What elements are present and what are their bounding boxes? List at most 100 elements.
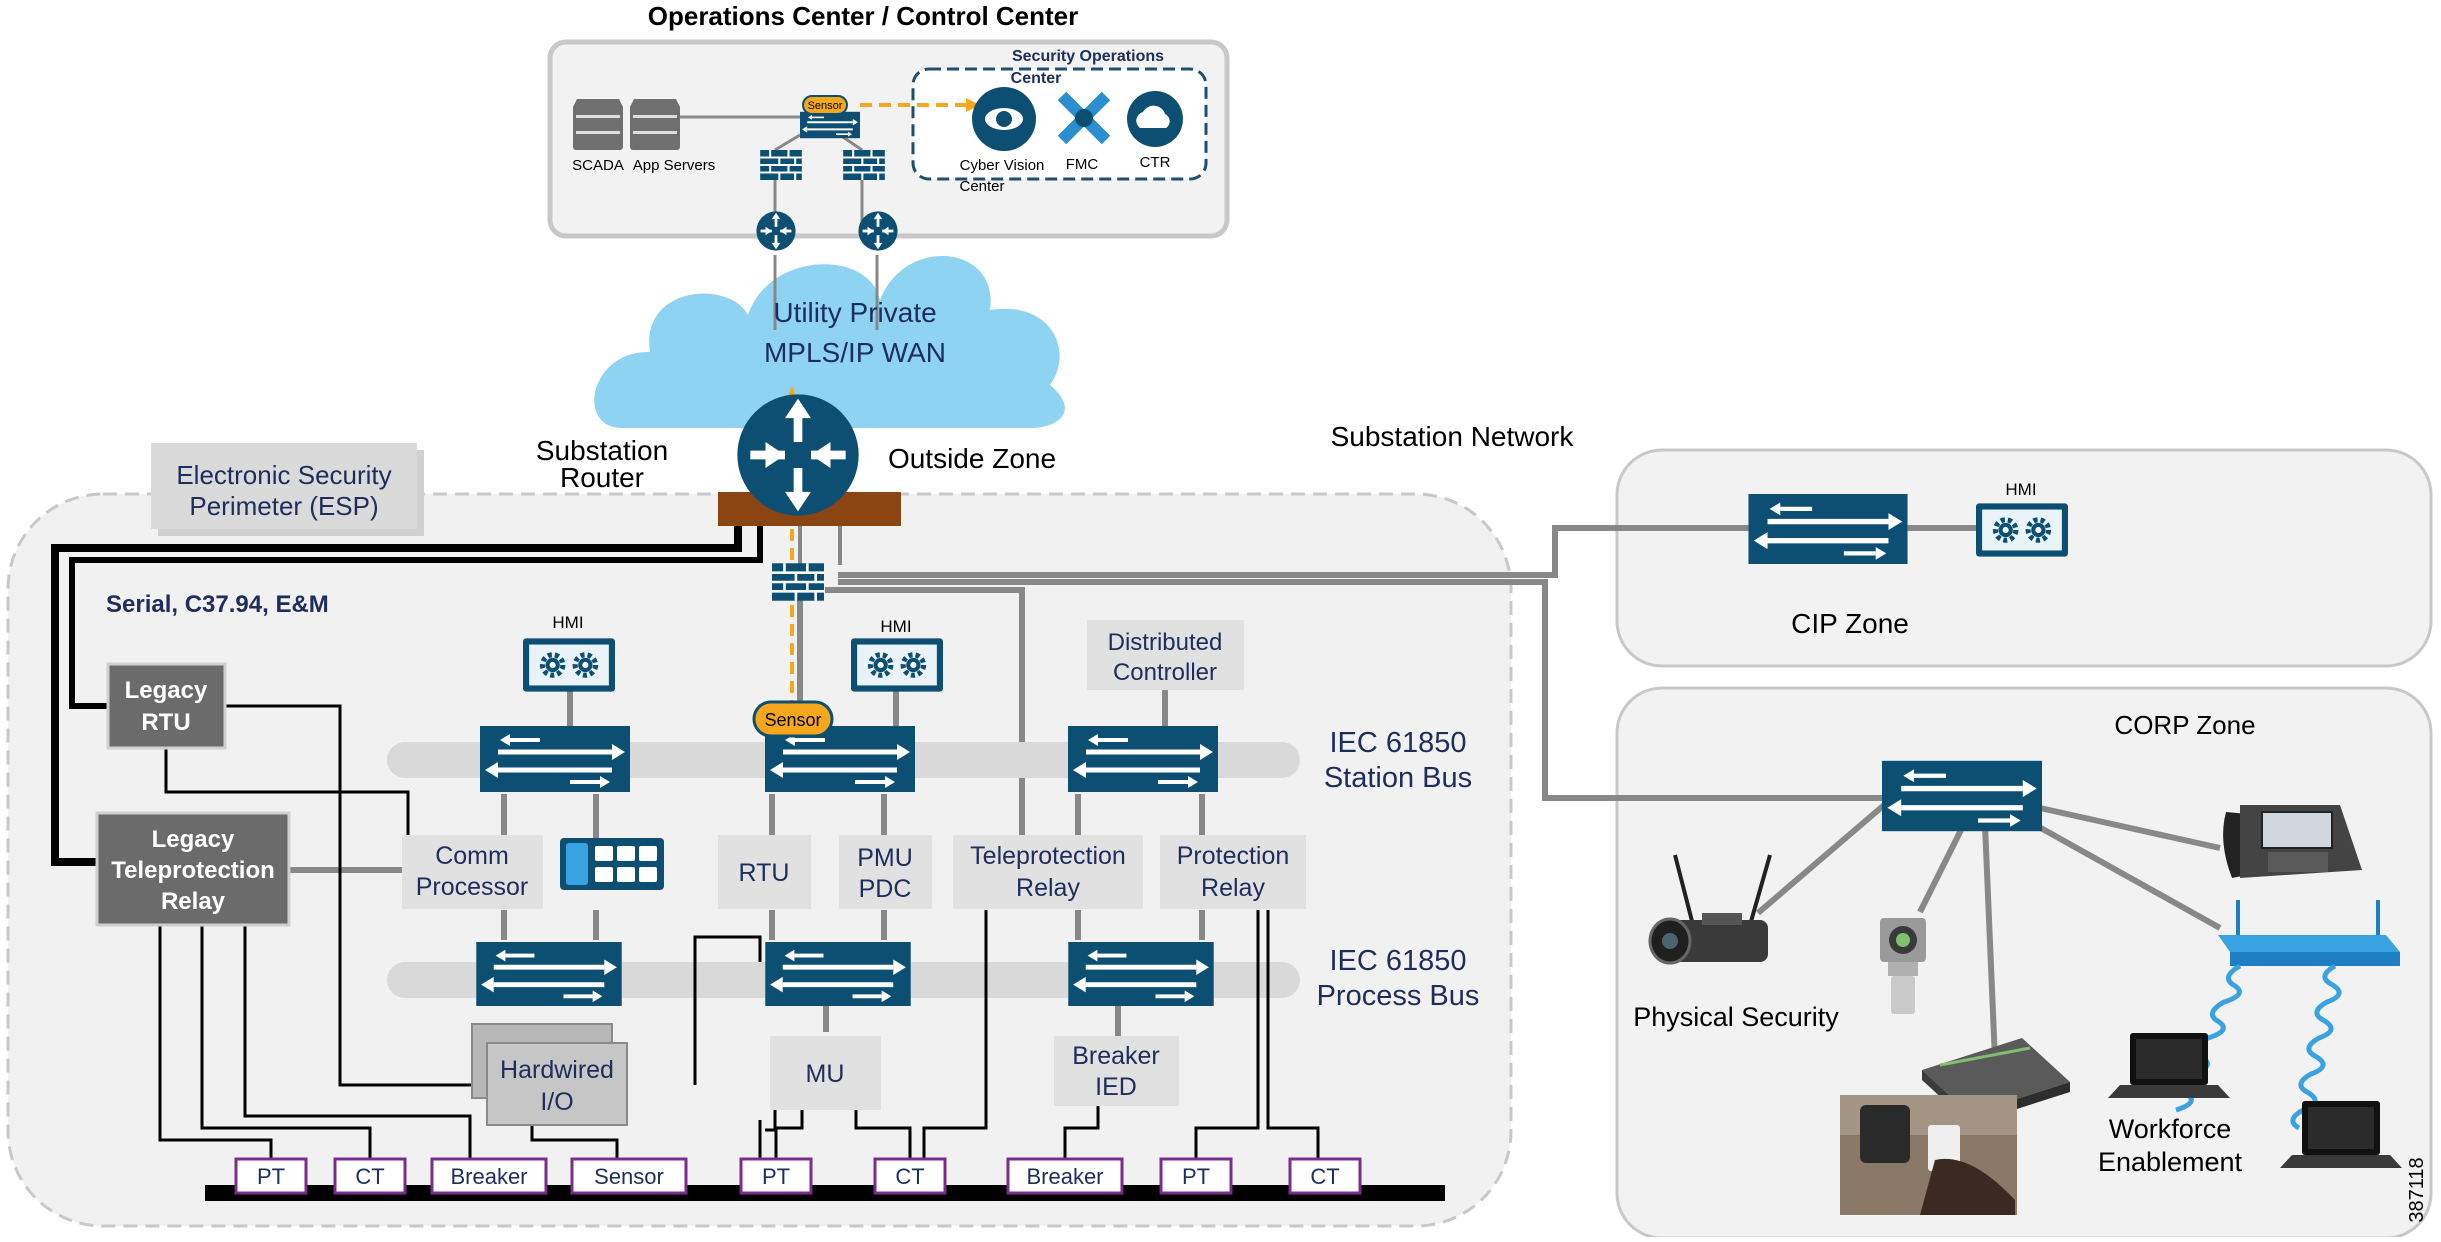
cip-switch-icon [1748,494,1907,564]
field-device-label: Breaker [450,1164,527,1189]
legacy-teleprotection-relay-box [95,811,291,927]
pmu-line2: PDC [859,875,912,903]
cip-zone-label: CIP Zone [1791,608,1909,639]
scada-server-icon [573,99,623,150]
legacy-rtu-box [106,662,227,750]
substation-router-line2: Router [560,462,644,493]
hmi-label: HMI [552,613,583,632]
hardwired-io-box [486,1042,628,1126]
process-switch-3-icon [1068,942,1213,1006]
substation-router-icon [737,394,858,515]
app-servers-label: App Servers [633,157,716,174]
teleprotection-line1: Teleprotection [970,842,1126,870]
hmi2-icon [851,638,943,691]
gas-sensor-icon [1880,918,1926,1014]
station-bus-label-line2: Station Bus [1324,762,1472,794]
pmu-line1: PMU [857,844,913,872]
protection-line1: Protection [1177,842,1290,870]
corp-zone-label: CORP Zone [2114,710,2255,740]
ops-sensor-label: Sensor [808,100,843,112]
distributed-controller-line2: Controller [1113,659,1217,686]
ops-firewall-1-icon [760,150,802,180]
card-reader-photo [1840,1095,2017,1215]
wan-cloud-line2: MPLS/IP WAN [764,337,946,368]
esp-label-line2: Perimeter (ESP) [189,491,378,521]
teleprotection-line2: Relay [1016,874,1080,902]
rtu-box [718,835,811,909]
rtu-label: RTU [739,859,790,887]
sensor-badge [752,700,834,738]
workforce-line2: Enablement [2098,1147,2243,1177]
hardwired-line2: I/O [540,1088,573,1116]
process-switch-2-icon [765,942,910,1006]
fmc-label: FMC [1066,156,1099,173]
field-device-label: Breaker [1026,1164,1103,1189]
fmc-icon [1057,91,1111,145]
esp-label-line1: Electronic Security [176,460,391,490]
process-switch-1-icon [476,942,621,1006]
comm-processor-box [402,835,543,909]
process-bus-label-line2: Process Bus [1317,980,1480,1012]
field-device-label: CT [895,1164,924,1189]
breaker-ied-box [1054,1036,1179,1106]
field-device-sensor: Sensor [570,1157,688,1195]
cip-hmi-label: HMI [2005,480,2036,499]
security-camera-icon [1648,854,1772,965]
app-server-icon [630,99,680,150]
breaker-ied-line1: Breaker [1072,1042,1160,1070]
field-device-pt-3: PT [1159,1157,1233,1195]
substation-router-line1: Substation [536,435,668,466]
field-device-label: CT [355,1164,384,1189]
io-module-icon [560,838,664,890]
soc-title-line1: Security Operations [1012,48,1164,65]
physical-security-label: Physical Security [1633,1002,1839,1032]
station-bus-label-line1: IEC 61850 [1329,727,1466,759]
cip-hmi-icon [1976,503,2068,556]
field-device-ct-3: CT [1288,1157,1362,1195]
process-bus-label-line1: IEC 61850 [1329,945,1466,977]
field-device-breaker-2: Breaker [1006,1157,1124,1195]
ops-firewall-2-icon [843,150,885,180]
substation-network-label: Substation Network [1331,421,1575,452]
substation-firewall-icon [772,563,824,601]
workforce-line1: Workforce [2109,1114,2232,1144]
sensor-badge-label: Sensor [764,710,821,730]
hardwired-line1: Hardwired [500,1056,614,1084]
cyber-vision-icon [972,87,1036,151]
field-device-label: PT [257,1164,285,1189]
field-device-breaker-1: Breaker [430,1157,548,1195]
ops-router-2-icon [857,210,899,252]
field-device-label: Sensor [594,1164,664,1189]
outside-zone-label: Outside Zone [888,443,1056,474]
wireless-ap-icon [2218,900,2400,966]
scada-label: SCADA [572,157,624,174]
station-switch-3-icon [1068,726,1218,792]
station-switch-1-icon [480,726,630,792]
protection-line2: Relay [1201,874,1265,902]
breaker-ied-line2: IED [1095,1073,1137,1101]
legacy-rtu-line1: Legacy [125,677,208,704]
comm-processor-line1: Comm [435,842,509,870]
cyber-vision-label-line2: Center [959,178,1004,195]
esp-label-box [151,443,417,529]
pmu-pdc-box [839,835,932,909]
legacy-relay-line1: Legacy [152,826,235,853]
wan-cloud-line1: Utility Private [773,297,936,328]
field-device-ct-2: CT [873,1157,947,1195]
field-device-label: PT [762,1164,790,1189]
laptop-2-icon [2280,1101,2402,1168]
distributed-controller-box [1087,620,1244,690]
field-device-label: PT [1182,1164,1210,1189]
field-device-label: CT [1310,1164,1339,1189]
legacy-relay-line3: Relay [161,888,226,915]
serial-label: Serial, C37.94, E&M [106,591,329,618]
legacy-relay-line2: Teleprotection [111,857,275,884]
ops-sensor-badge [802,95,848,115]
teleprotection-relay-box [953,835,1143,909]
field-device-ct-1: CT [333,1157,407,1195]
mu-box [770,1036,881,1110]
figure-id: 387118 [2406,1157,2428,1222]
ctr-icon [1127,91,1183,147]
distributed-controller-line1: Distributed [1108,629,1223,656]
field-device-pt-1: PT [234,1157,308,1195]
